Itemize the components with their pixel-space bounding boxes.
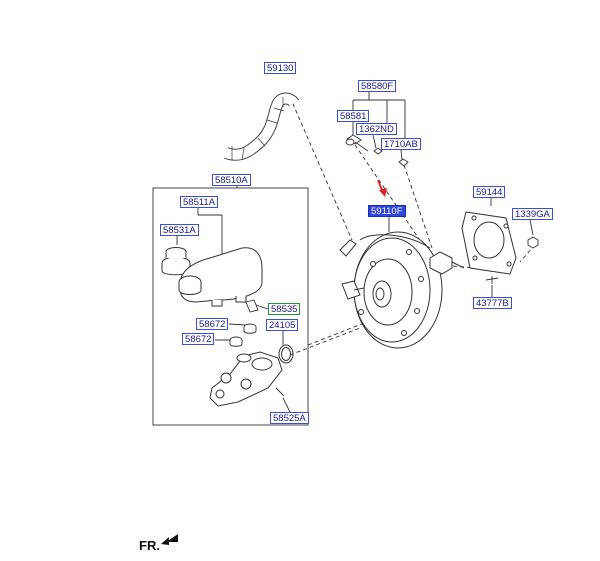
dash-cylinder-to-booster <box>289 327 361 356</box>
leader-1362ND <box>372 134 377 149</box>
o-ring <box>278 344 294 364</box>
part-label-58580F[interactable]: 58580F <box>358 80 397 92</box>
master-cylinder-group-box <box>152 187 309 426</box>
booster-gasket <box>461 211 517 275</box>
part-label-58581[interactable]: 58581 <box>337 110 370 122</box>
clevis-pin <box>485 276 499 284</box>
leader-58525A <box>282 397 291 413</box>
part-label-59130[interactable]: 59130 <box>264 62 297 74</box>
part-label-1339GA[interactable]: 1339GA <box>512 208 553 220</box>
master-cylinder <box>209 351 285 407</box>
reservoir-cap <box>161 247 191 276</box>
part-label-58672-bottom[interactable]: 58672 <box>182 333 215 345</box>
part-label-59110F[interactable]: 59110F <box>368 205 406 217</box>
mounting-bolts <box>345 134 409 167</box>
brake-booster <box>339 231 465 349</box>
part-label-58531A[interactable]: 58531A <box>160 224 199 236</box>
part-label-1710AB[interactable]: 1710AB <box>381 138 421 150</box>
dash-box-to-booster <box>307 319 373 346</box>
part-label-24105[interactable]: 24105 <box>266 319 299 331</box>
fluid-reservoir <box>178 247 263 307</box>
part-label-58672-top[interactable]: 58672 <box>196 318 229 330</box>
part-label-1362ND[interactable]: 1362ND <box>356 123 397 135</box>
leader-58535 <box>255 304 269 310</box>
part-label-58535[interactable]: 58535 <box>268 303 301 315</box>
flange-nut <box>527 236 539 249</box>
selected-part-arrow <box>377 179 387 197</box>
part-label-58510A[interactable]: 58510A <box>212 174 251 186</box>
front-direction-label: FR. <box>139 538 160 553</box>
reservoir-grommets <box>229 323 257 347</box>
part-label-43777B[interactable]: 43777B <box>473 297 512 309</box>
part-label-59144[interactable]: 59144 <box>473 186 506 198</box>
leader-58672-top <box>228 323 247 326</box>
dash-hose-to-booster <box>289 96 353 241</box>
part-label-58525A[interactable]: 58525A <box>270 412 309 424</box>
part-label-58511A[interactable]: 58511A <box>180 196 219 208</box>
front-direction-icon <box>161 534 178 545</box>
leader-1710AB <box>400 149 403 161</box>
dash-bolt-to-booster <box>354 144 431 256</box>
leader-1339GA <box>529 219 534 236</box>
level-sensor <box>245 299 259 313</box>
dash-nut-to-booster <box>403 164 433 249</box>
vacuum-hose <box>223 92 300 161</box>
